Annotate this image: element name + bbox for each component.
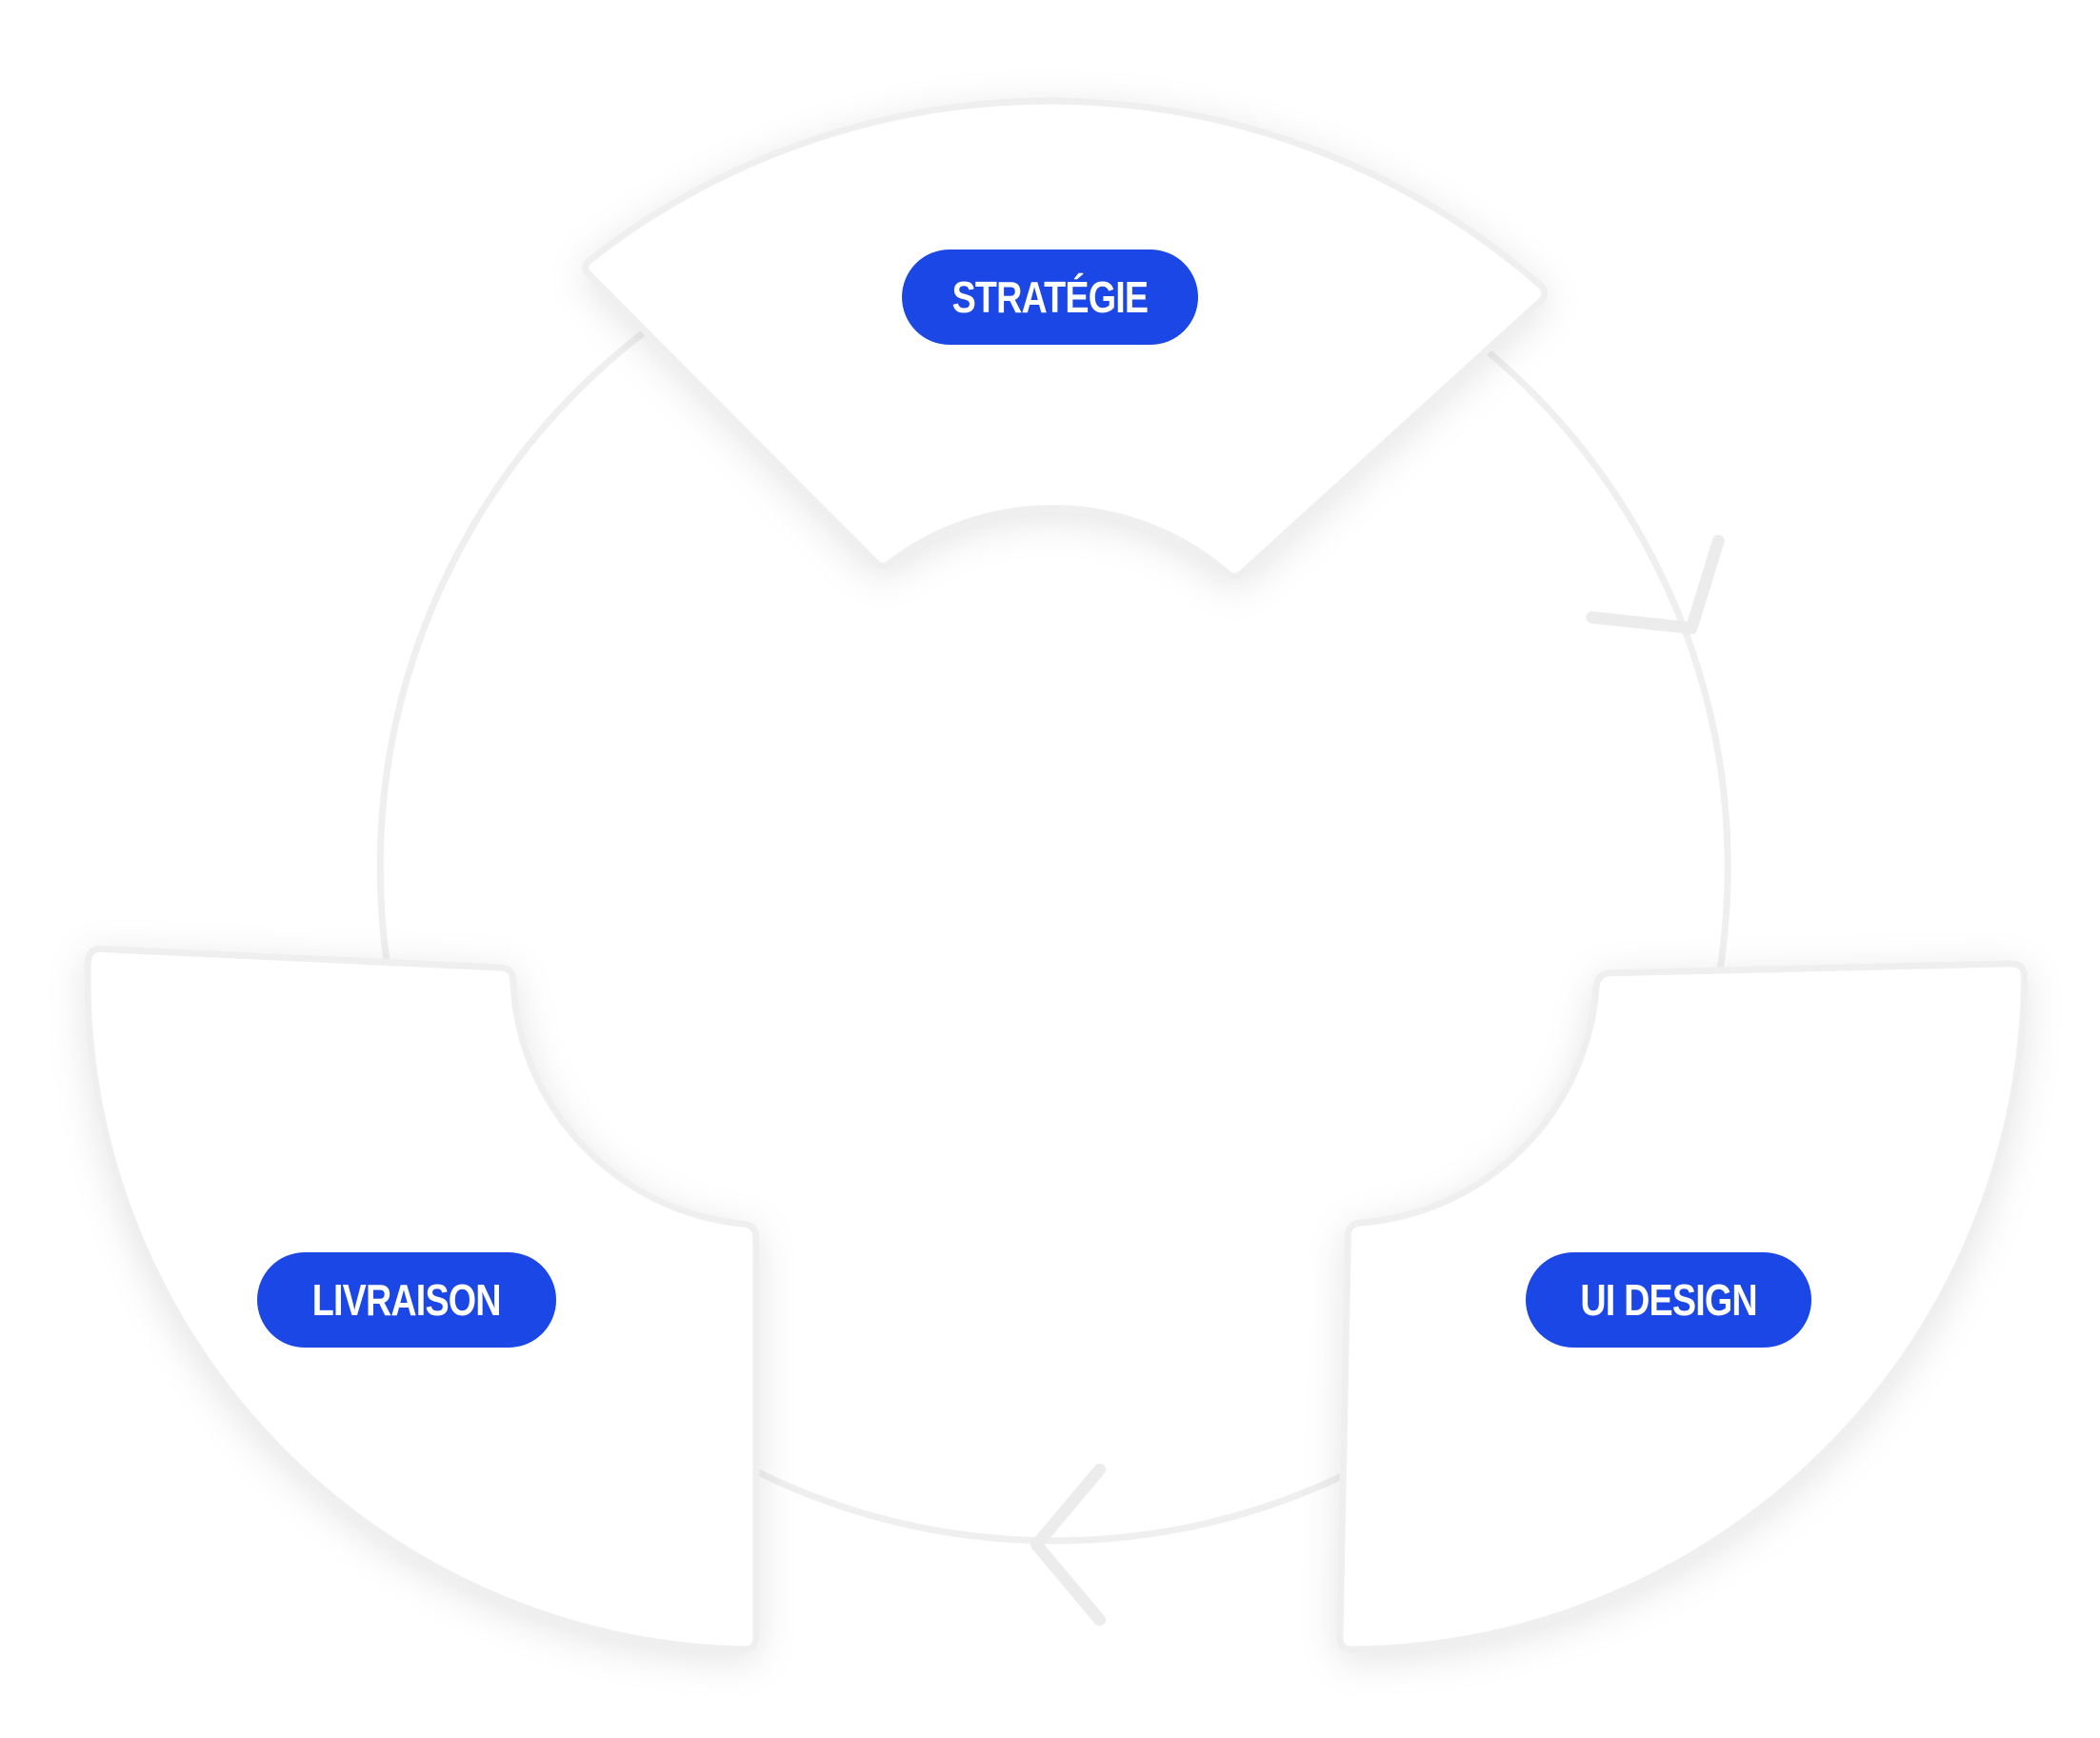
stage-pill-livraison: LIVRAISON — [257, 1252, 556, 1348]
stage-label: STRATÉGIE — [951, 272, 1149, 322]
stage-label: LIVRAISON — [311, 1275, 502, 1325]
stage-pill-strategie: STRATÉGIE — [902, 250, 1198, 345]
arrow-bottom-icon — [1030, 1463, 1106, 1627]
arrow-right-icon — [1586, 534, 1725, 634]
stage-pill-ui-design: UI DESIGN — [1526, 1252, 1811, 1348]
stage-label: UI DESIGN — [1580, 1275, 1757, 1325]
